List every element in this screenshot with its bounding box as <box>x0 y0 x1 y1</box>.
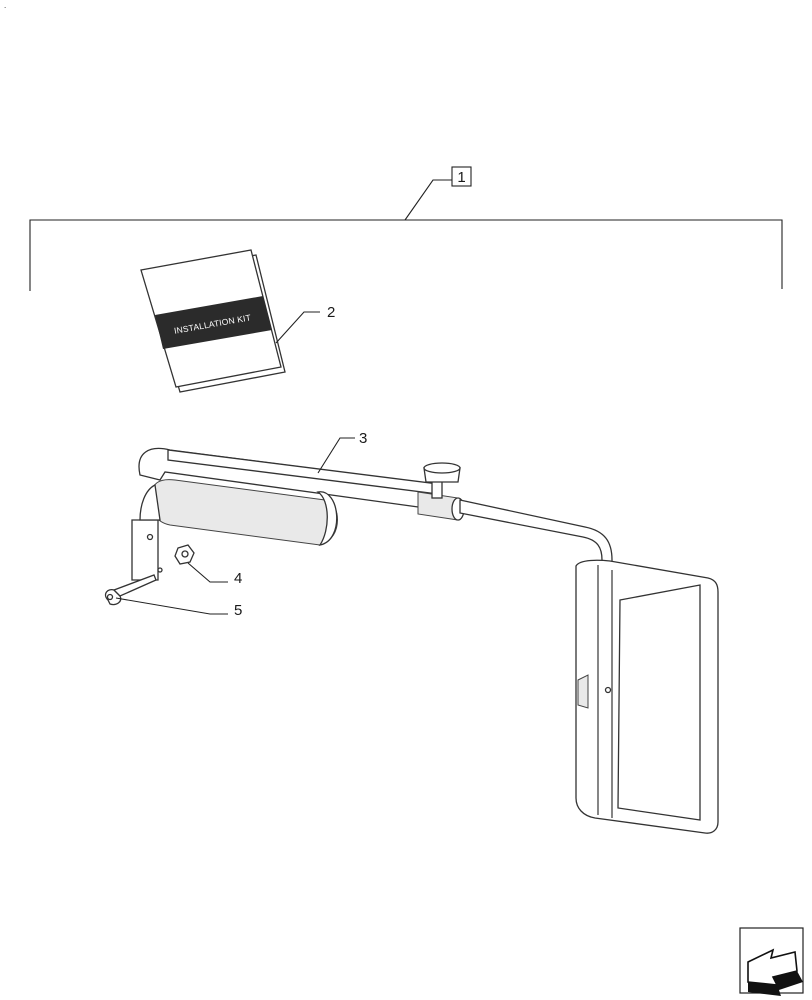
callout-3[interactable]: 3 <box>359 430 367 447</box>
callout-4[interactable]: 4 <box>234 570 242 587</box>
callout-5[interactable]: 5 <box>234 602 242 619</box>
nut-part[interactable] <box>174 544 195 565</box>
callout-1[interactable]: 1 <box>451 166 472 187</box>
kit-bracket <box>29 179 783 291</box>
mirror-head[interactable] <box>575 559 719 834</box>
mirror-arm-assembly[interactable] <box>131 447 613 581</box>
corner-mark: . <box>4 1 6 10</box>
installation-kit-booklet[interactable]: INSTALLATION KIT <box>140 249 286 393</box>
callout-1-label: 1 <box>457 169 465 186</box>
bolt-part[interactable] <box>104 574 157 606</box>
next-page-arrow-icon[interactable] <box>739 927 804 996</box>
callout-2[interactable]: 2 <box>327 304 335 321</box>
